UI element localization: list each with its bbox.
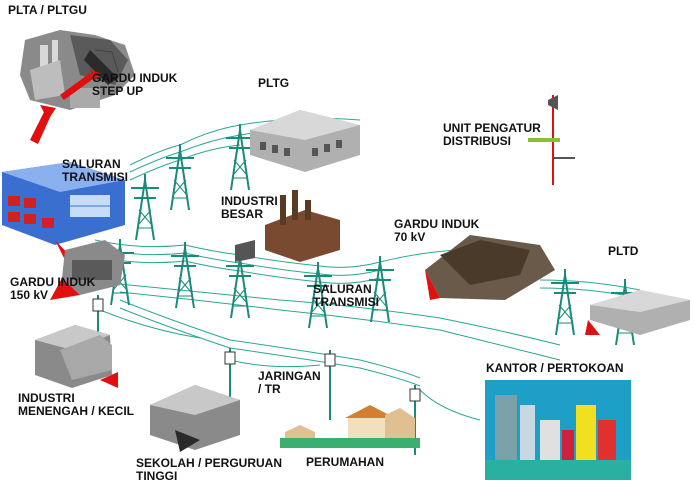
kantor-pertokoan-city: [485, 380, 631, 480]
industri-menengah-building: [35, 325, 112, 388]
label-kantor-pertokoan: KANTOR / PERTOKOAN: [486, 361, 624, 375]
label-jaringan-tr: JARINGAN / TR: [258, 369, 321, 396]
label-pltg: PLTG: [258, 76, 290, 90]
label-gardu-induk-150: GARDU INDUK 150 kV: [10, 275, 96, 302]
label-pltd: PLTD: [608, 244, 639, 258]
label-gardu-induk-70: GARDU INDUK 70 kV: [394, 217, 480, 244]
label-sekolah: SEKOLAH / PERGURUAN TINGGI: [136, 456, 283, 483]
pltg-building: [250, 110, 360, 172]
gardu-induk-150-building: [50, 240, 125, 300]
label-unit-pengatur: UNIT PENGATUR DISTRIBUSI: [443, 121, 541, 148]
plta-pltgu-plant: [20, 30, 135, 110]
label-gardu-step-up: GARDU INDUK STEP UP: [92, 71, 178, 98]
gardu-induk-70-building: [425, 235, 555, 300]
label-plta-pltgu: PLTA / PLTGU: [8, 3, 87, 17]
perumahan-houses: [280, 405, 420, 448]
label-industri-besar: INDUSTRI BESAR: [221, 194, 278, 221]
industri-besar-factory: [235, 190, 340, 262]
label-saluran-transmisi-1: SALURAN TRANSMISI: [62, 157, 128, 184]
pltd-building: [585, 290, 690, 335]
flow-arrows: [30, 70, 118, 388]
label-saluran-transmisi-2: SALURAN TRANSMISI: [313, 282, 379, 309]
gardu-step-up-building: [2, 162, 125, 245]
label-perumahan: PERUMAHAN: [306, 455, 384, 469]
unit-pengatur-antenna: [528, 95, 575, 185]
label-industri-menengah: INDUSTRI MENENGAH / KECIL: [18, 391, 135, 418]
sekolah-building: [150, 385, 240, 452]
